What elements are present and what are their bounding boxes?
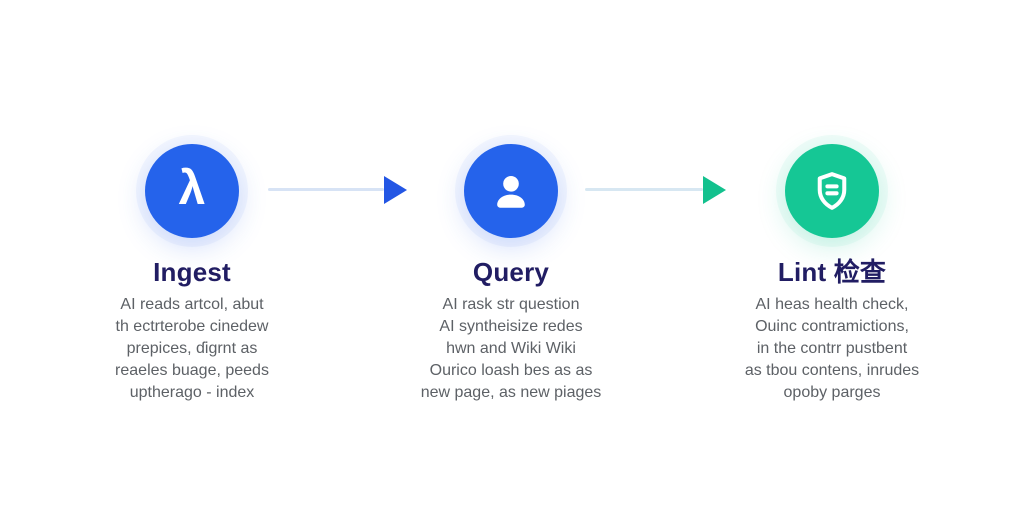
arrow-head-ingest-to-query xyxy=(384,176,407,204)
lint-circle xyxy=(785,144,879,238)
step-query: Query AI rask str question AI syntheisiz… xyxy=(381,144,641,404)
shield-icon xyxy=(817,172,847,210)
user-icon xyxy=(497,176,525,208)
step-description-query: AI rask str question AI syntheisize rede… xyxy=(420,296,602,401)
step-description-ingest: AI reads artcol, abut th ectrterobe cine… xyxy=(115,296,269,401)
arrow-line-query-to-lint xyxy=(585,188,703,191)
query-circle xyxy=(464,144,558,238)
arrow-line-ingest-to-query xyxy=(268,188,384,191)
step-lint: Lint 检查 AI heas health check, Ouinc cont… xyxy=(702,144,962,404)
step-title-lint: Lint 检查 xyxy=(777,257,887,287)
step-description-lint: AI heas health check, Ouinc contramictio… xyxy=(744,296,920,401)
step-title-query: Query xyxy=(472,257,550,287)
step-ingest: λ Ingest AI reads artcol, abut th ectrte… xyxy=(62,144,322,404)
arrow-head-query-to-lint xyxy=(703,176,726,204)
ingest-circle: λ xyxy=(145,144,239,238)
step-title-ingest: Ingest xyxy=(153,257,231,287)
lambda-icon: λ xyxy=(178,162,206,215)
